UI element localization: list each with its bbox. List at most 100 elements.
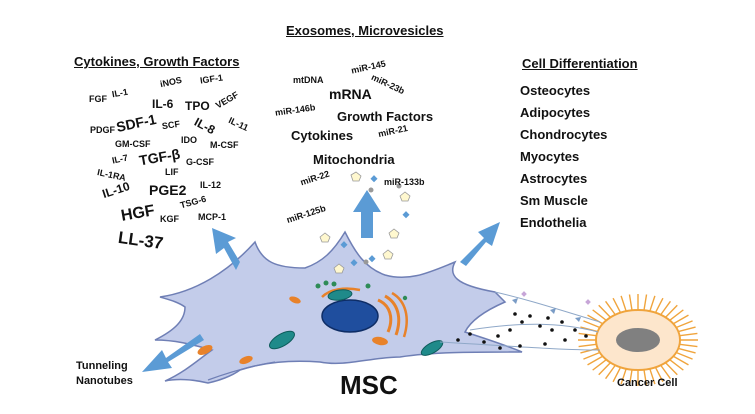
vesicle-dot [546,316,550,320]
cancer-spike [654,297,664,314]
cytokine-gmcsf: GM-CSF [115,139,151,149]
tunneling-label-line2: Nanotubes [76,375,133,387]
cancer-spike [587,314,604,325]
golgi-2 [384,294,401,336]
cancer-spike [612,366,622,383]
exosome-mtdna: mtDNA [293,75,324,85]
vesicle-dot [482,340,486,344]
cancer-cell-nucleus [616,328,660,352]
golgi-3 [391,291,408,338]
cancer-spike [643,294,648,311]
vesicle-arrow [512,298,518,304]
tunneling-label-line1: Tunneling [76,360,128,372]
msc-nucleus [321,299,379,333]
arrow-exosomes [353,190,381,238]
diff-item: Osteocytes [520,83,591,98]
vesicle-dot [563,338,567,342]
arrow-tunneling [142,334,204,372]
cancer-spike [669,309,684,321]
header-cytokines: Cytokines, Growth Factors [74,54,240,69]
arrow-differentiation [460,222,500,266]
vesicle-dot [508,328,512,332]
cancer-spike [643,369,648,386]
diff-item: Myocytes [520,149,580,164]
cancer-spike [660,300,672,316]
vesicle-dot [518,344,522,348]
cancer-spike [669,359,684,371]
mitochondrion-2 [269,330,295,350]
vesicle-dot [513,312,517,316]
cancer-spike [678,347,696,354]
diff-item: Endothelia [520,215,587,230]
cancer-spike [604,300,616,316]
diff-item: Sm Muscle [520,193,588,208]
cytokine-lif: LIF [165,167,179,177]
vesicle-arrow [550,308,556,314]
msc-label: MSC [340,370,398,400]
exosome-mrna: mRNA [329,86,372,102]
exosome-mir133b: miR-133b [384,177,425,187]
connection-strand-2 [469,323,599,333]
granule [323,280,329,286]
cancer-spike [675,320,693,329]
cytokine-il6: IL-6 [152,97,174,111]
cytokine-fgf: FGF [89,94,107,104]
cytokine-mcp1: MCP-1 [198,212,227,222]
cancer-spike [649,368,656,385]
cancer-spike [604,364,616,380]
cancer-spike [672,355,689,366]
cancer-spike [592,309,607,321]
vesicle-dot [560,320,564,324]
vesicle-dot [584,334,588,338]
cancer-spike [649,295,656,312]
diff-item: Astrocytes [520,171,588,186]
mitochondrion-7 [289,296,301,304]
vesicle-diamond [585,299,591,305]
cancer-spike [679,332,698,337]
cancer-spike [598,304,611,318]
cancer-spike [672,314,689,325]
vesicle-dot [573,328,577,332]
exosome-particles [319,171,411,274]
vesicle-dots [456,312,588,350]
cancer-spike [654,366,664,383]
diff-item: Adipocytes [520,105,591,120]
cancer-spike [620,368,627,385]
granule [402,295,408,301]
vesicle-dot [456,338,460,342]
cancer-spike [678,326,696,333]
exosome-mitochondria: Mitochondria [313,152,395,167]
cancer-spike [592,359,607,371]
cancer-spike [598,362,611,376]
cancer-spike [620,295,627,312]
vesicle-dot [538,324,542,328]
cancer-spike [587,355,604,366]
header-exosomes: Exosomes, Microvesicles [286,23,444,38]
cancer-spike [675,351,693,360]
cancer-spike [665,304,678,318]
mitochondrion-6 [372,336,388,346]
golgi-1 [377,298,393,333]
cancer-spike [583,351,601,360]
cancer-cell-label: Cancer Cell [617,377,678,389]
cancer-spike [583,320,601,329]
cancer-spike [612,297,622,314]
cancer-spike [578,332,597,337]
granule [331,281,337,287]
cytokine-ido: IDO [181,135,198,145]
vesicle-diamond [521,291,527,297]
vesicle-dot [496,334,500,338]
vesicle-dot [528,314,532,318]
diff-item: Chondrocytes [520,127,608,142]
mitochondrion-5 [239,355,253,365]
header-differentiation: Cell Differentiation [522,56,638,71]
cytokine-il12: IL-12 [200,180,222,190]
vesicle-dot [550,328,554,332]
cytokine-pdgf: PDGF [90,125,116,135]
granule [315,283,321,289]
cytokine-mcsf: M-CSF [210,140,239,150]
exosome-cytokines: Cytokines [291,128,354,143]
cancer-cell-spikes [578,294,698,386]
cytokine-kgf: KGF [160,214,179,224]
